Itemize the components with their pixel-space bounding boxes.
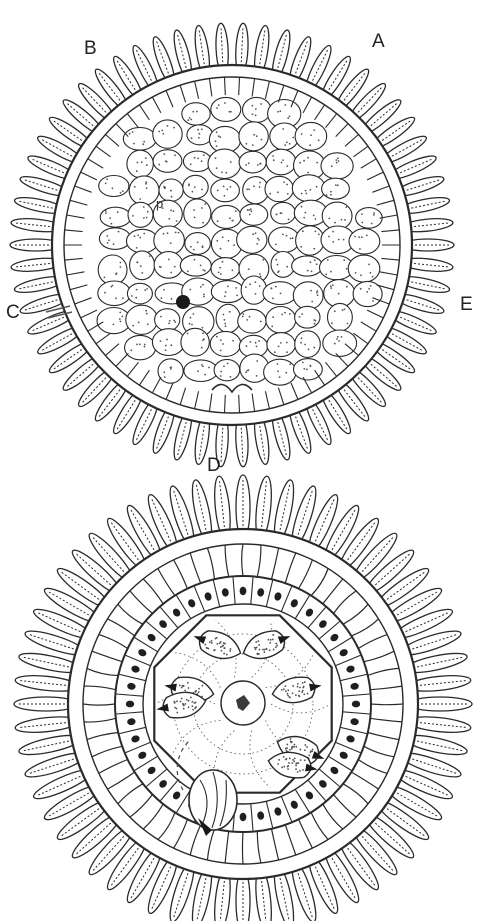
top-cell [210,331,241,356]
top-cell [98,255,127,285]
top-cell [237,226,267,253]
top-cell [348,255,380,282]
top-cell [180,255,211,276]
top-cell [187,125,213,145]
top-cell [239,151,266,173]
label-E: E [460,294,473,315]
top-cell [295,306,320,328]
top-cell [154,252,183,279]
top-cell [123,128,156,151]
top-cell [158,359,183,383]
top-cell [125,335,156,359]
bottom-nucleus [240,587,247,595]
top-cell [208,149,241,178]
top-cell [211,179,240,202]
top-cell [295,331,321,358]
label-p: p [156,196,163,211]
top-cell [241,276,267,304]
top-cell [99,176,129,197]
top-cell [127,283,152,304]
top-cell [183,151,211,171]
label-C: C [6,302,20,323]
top-cell [98,281,131,306]
bottom-radial-wall [242,832,243,864]
top-cell [328,303,353,331]
top-cell [185,233,211,255]
label-A: A [372,31,385,52]
top-cell [323,330,357,356]
top-cell [266,307,296,334]
top-cell [216,304,240,332]
top-cell [270,123,299,150]
top-cell [130,251,155,280]
label-D: D [207,455,221,476]
top-cell [182,103,210,125]
top-cell [295,122,327,150]
top-cell [211,281,244,303]
top-cell [238,309,266,333]
top-cell [152,329,184,356]
top-cell [184,199,211,228]
top-cell [153,120,182,148]
top-embryo-diagram: A B C D E p [6,23,473,476]
top-cell [349,229,380,254]
top-cell [267,333,295,357]
bottom-nucleus [240,813,247,821]
top-cell [128,202,153,227]
top-cell [154,226,185,255]
top-cell [181,328,209,356]
top-cell [293,282,323,310]
top-cell [126,305,158,334]
top-cell [212,205,242,228]
top-cell [269,227,300,252]
top-cell [265,176,293,201]
label-B: B [84,38,97,59]
top-cell [184,360,218,382]
top-cell [100,207,131,227]
top-cell [243,97,271,122]
top-cell [271,202,296,224]
top-cell [99,228,130,250]
top-cell [127,150,153,177]
top-cell [211,97,241,121]
top-cell [214,359,240,380]
top-cell [239,122,268,151]
top-cell [129,176,159,205]
top-cell [155,309,180,331]
bottom-embryo-cross-section [14,475,472,921]
top-cell [294,359,323,380]
top-cell [240,204,268,225]
top-cell [322,178,350,199]
bottom-nucleus [126,701,134,708]
top-cell [296,226,325,255]
bottom-radial-wall [371,704,403,705]
bottom-nucleus [352,701,360,708]
top-cell [321,153,353,179]
top-dark-nucleus [176,295,190,309]
top-cell [292,175,325,202]
top-cell [264,359,296,385]
top-cell [211,258,240,280]
top-cell [292,256,323,276]
top-cell [356,208,383,229]
top-cell [153,150,182,173]
